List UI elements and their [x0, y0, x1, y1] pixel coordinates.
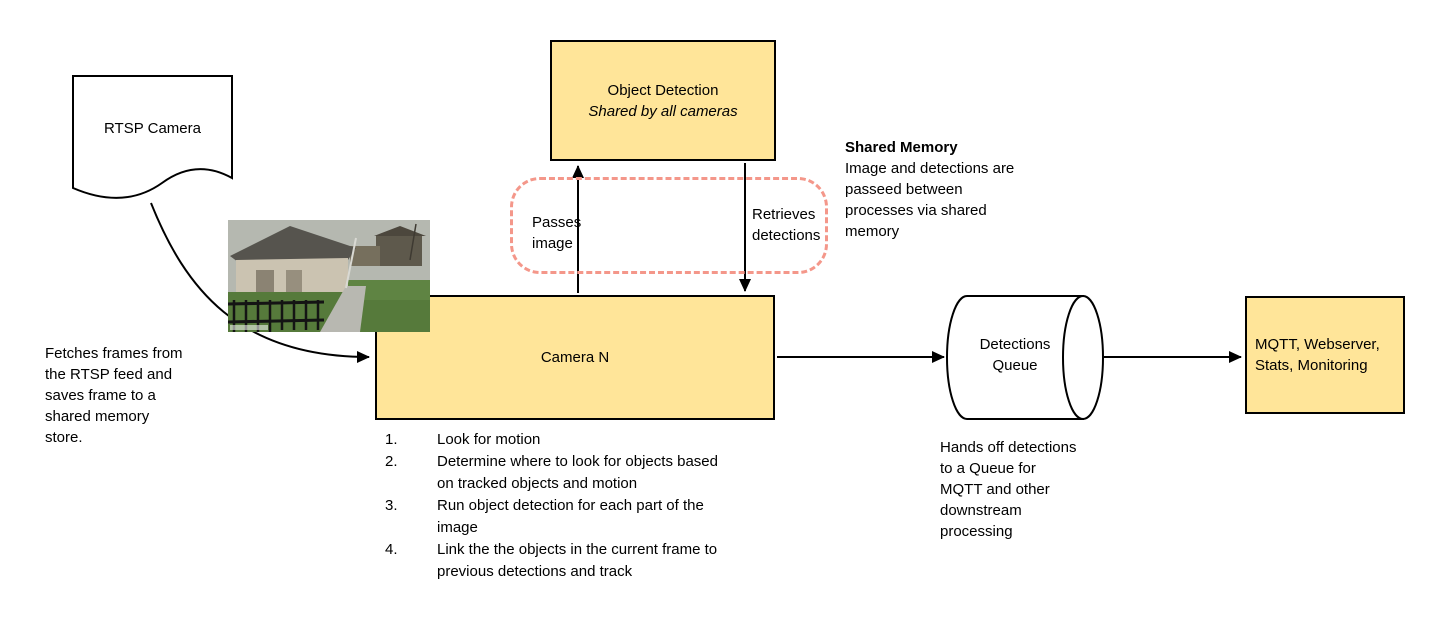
- snapshot-pole: [345, 237, 357, 289]
- snapshot-far-house: [376, 236, 422, 266]
- camera-snapshot-image: [228, 220, 430, 332]
- snapshot-far-house: [350, 246, 380, 266]
- detections-queue-cylinder-body: [946, 295, 1084, 420]
- passes-image-label: Passes image: [532, 214, 582, 252]
- shared-memory-note-body: Image and detections are passeed between…: [845, 160, 1015, 240]
- step-text: Determine where to look for objects base…: [437, 453, 718, 492]
- snapshot-timestamp: [230, 325, 268, 330]
- camera-step: 2. Determine where to look for objects b…: [385, 451, 745, 495]
- fetch-frames-note: Fetches frames from the RTSP feed and sa…: [45, 345, 183, 446]
- step-text: Look for motion: [437, 431, 541, 448]
- camera-step: 3. Run object detection for each part of…: [385, 495, 745, 539]
- camera-step: 1. Look for motion: [385, 429, 745, 451]
- snapshot-roof: [230, 226, 356, 262]
- shared-memory-note: Shared Memory Image and detections are p…: [845, 137, 1055, 242]
- camera-n-label: Camera N: [540, 349, 610, 366]
- shared-memory-note-title: Shared Memory: [845, 139, 958, 156]
- detections-queue-label: Detections Queue: [979, 336, 1051, 374]
- object-detection-subtitle: Shared by all cameras: [588, 102, 738, 120]
- step-number: 2.: [385, 453, 398, 470]
- step-text: Link the the objects in the current fram…: [437, 541, 718, 580]
- queue-handoff-note: Hands off detections to a Queue for MQTT…: [940, 439, 1077, 540]
- snapshot-tree: [409, 223, 417, 261]
- camera-n-node: Camera N: [375, 295, 775, 420]
- detections-queue-cylinder-cap: [1062, 295, 1104, 420]
- outputs-node: MQTT, Webserver, Stats, Monitoring: [1245, 296, 1405, 414]
- outputs-label: MQTT, Webserver, Stats, Monitoring: [1255, 336, 1380, 374]
- snapshot-lawn-far: [348, 280, 430, 300]
- camera-steps-list: 1. Look for motion 2. Determine where to…: [385, 429, 745, 583]
- object-detection-node: Object Detection Shared by all cameras: [550, 40, 776, 161]
- snapshot-far-roof: [374, 226, 426, 236]
- step-number: 3.: [385, 497, 398, 514]
- snapshot-door: [286, 270, 302, 296]
- rtsp-camera-shape: [72, 75, 233, 199]
- rtsp-camera-label: RTSP Camera: [104, 119, 201, 137]
- step-text: Run object detection for each part of th…: [437, 497, 704, 536]
- object-detection-title: Object Detection: [607, 81, 719, 99]
- shared-memory-region: [510, 177, 828, 274]
- snapshot-sidewalk: [320, 286, 366, 332]
- camera-step: 4. Link the the objects in the current f…: [385, 539, 745, 583]
- retrieves-detections-label: Retrieves detections: [752, 206, 821, 244]
- step-number: 1.: [385, 431, 398, 448]
- step-number: 4.: [385, 541, 398, 558]
- rtsp-to-camera-arrow: [150, 202, 370, 363]
- snapshot-door: [256, 270, 274, 298]
